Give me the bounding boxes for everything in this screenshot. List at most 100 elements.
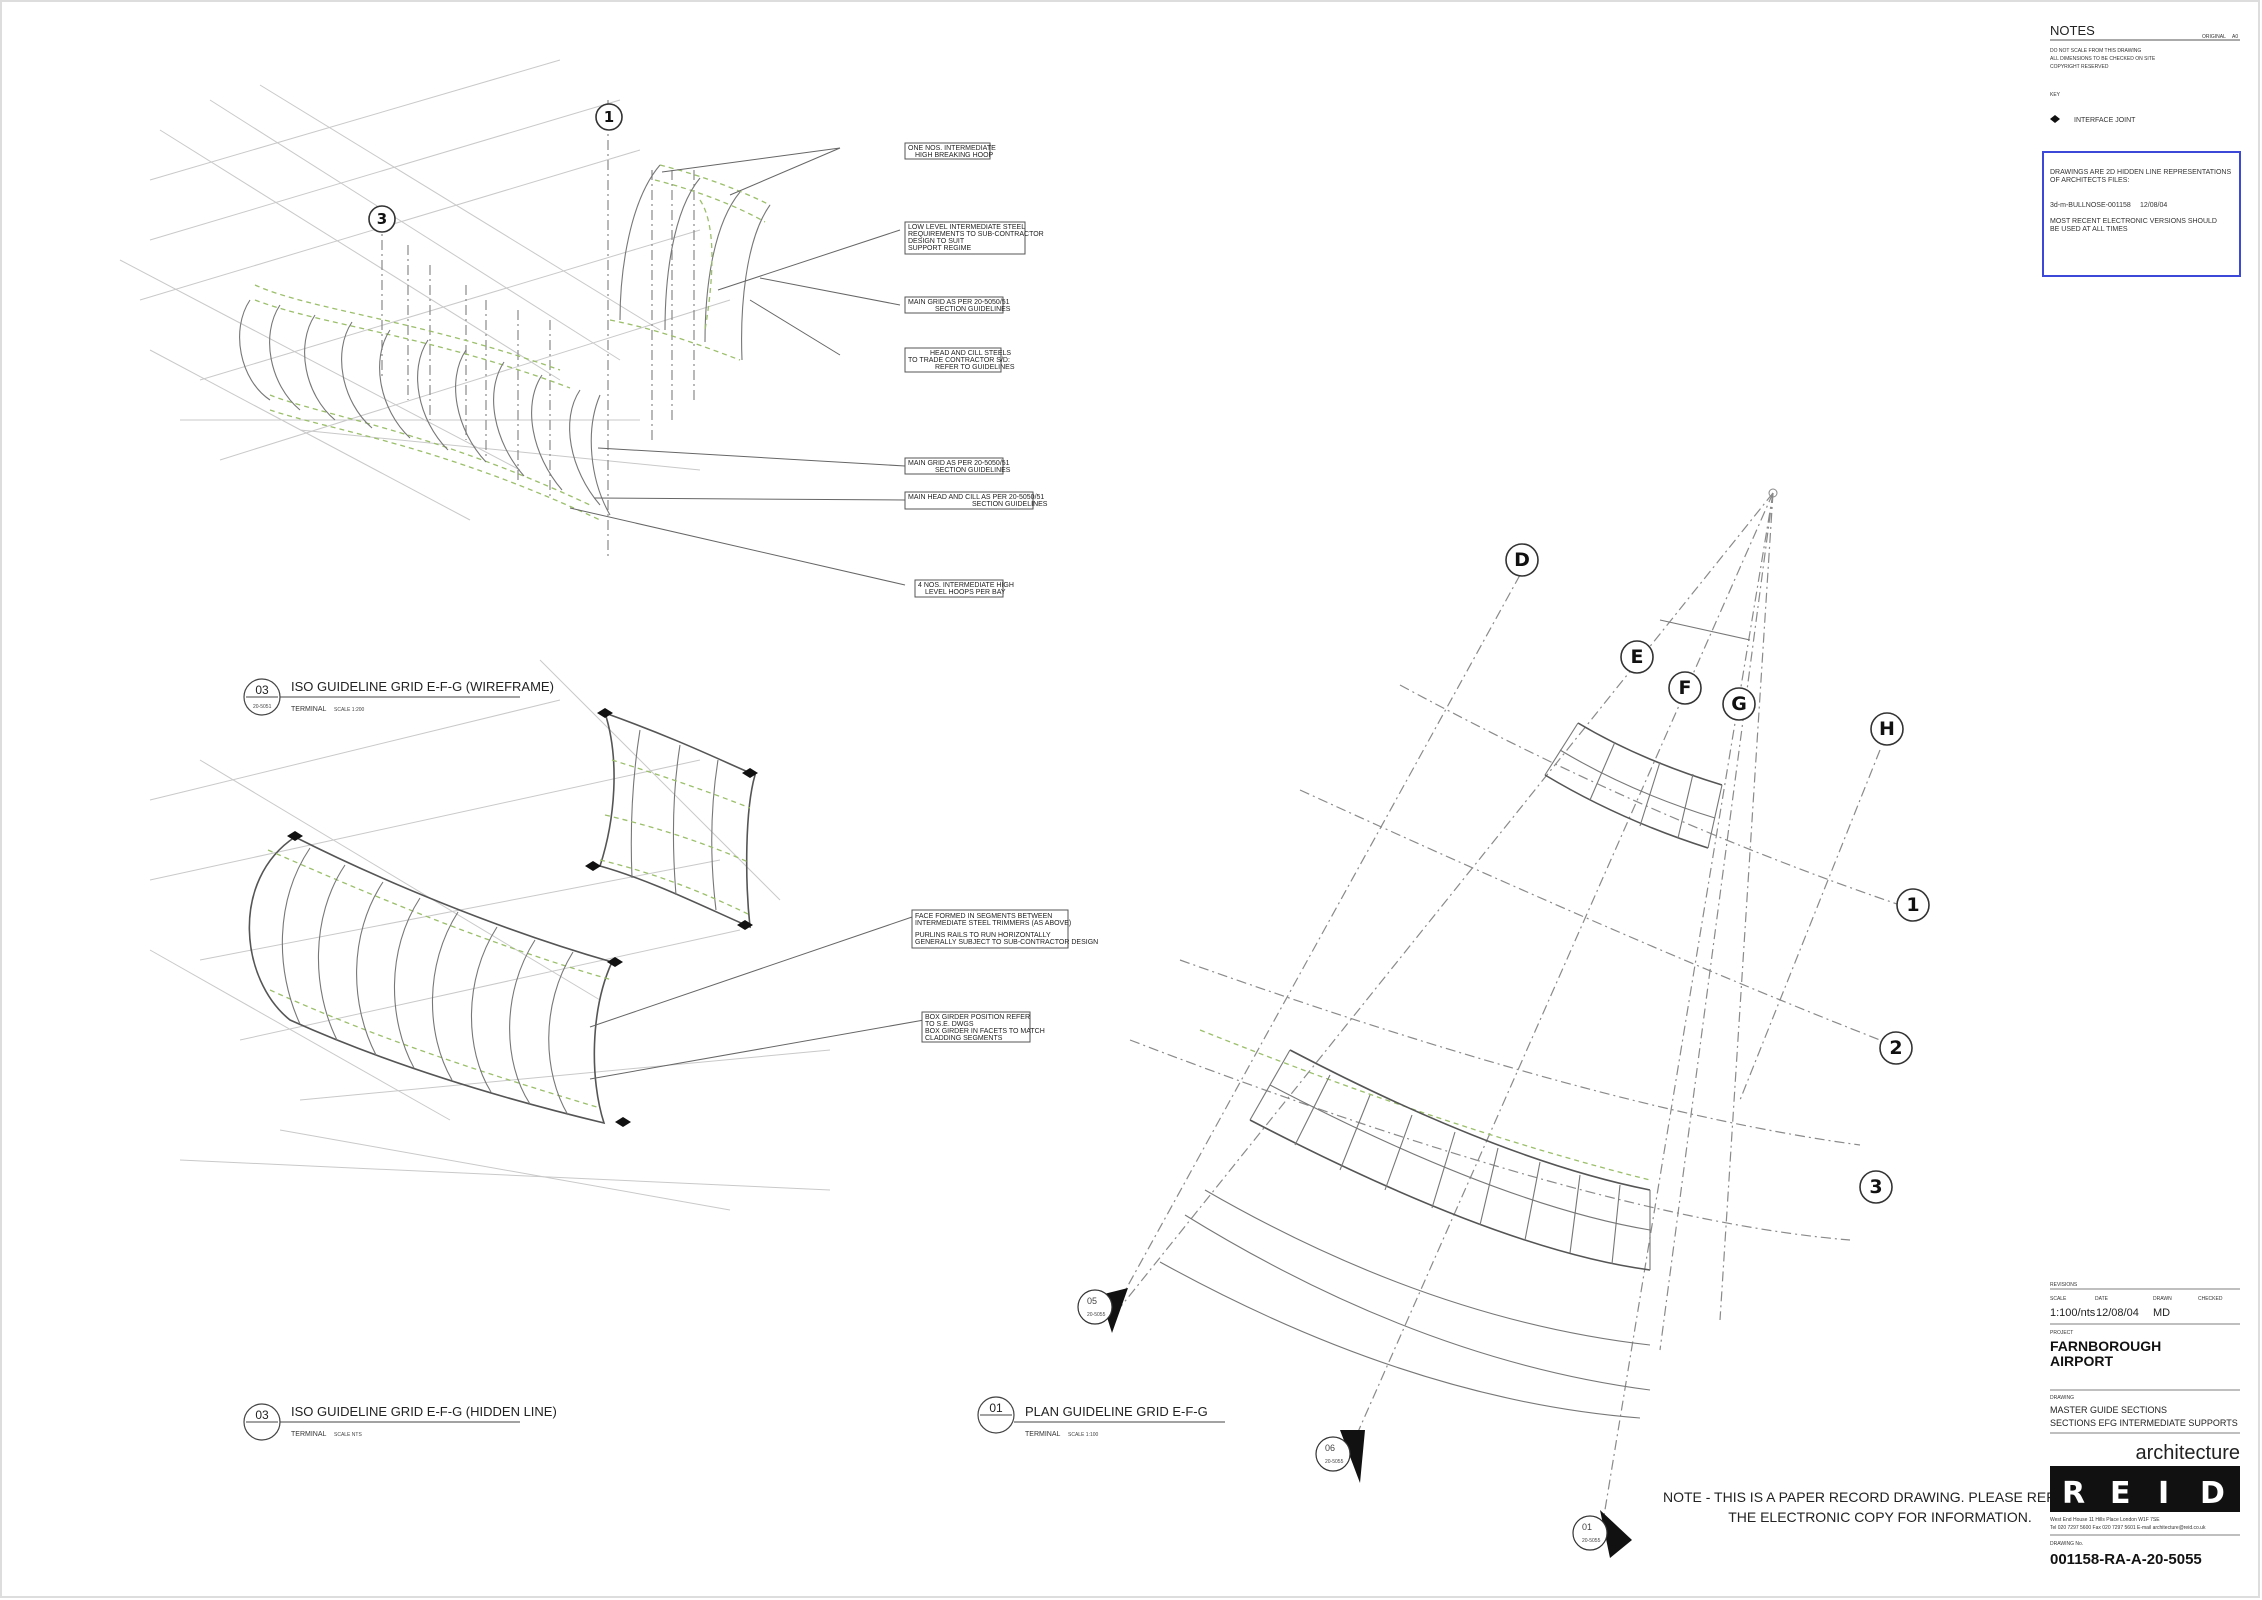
grid-bubble-plan-2: 2 — [1879, 1031, 1913, 1065]
svg-text:REFER TO GUIDELINES: REFER TO GUIDELINES — [935, 364, 1015, 371]
svg-text:1: 1 — [1906, 894, 1919, 916]
svg-text:20-5051: 20-5051 — [253, 704, 272, 710]
plan-view: D E F G H 1 2 3 — [1077, 488, 1930, 1558]
reid-logo: R E I D — [2050, 1466, 2240, 1512]
electronic-files-box — [2042, 151, 2241, 277]
construction-lines — [119, 59, 731, 521]
svg-text:PROJECT: PROJECT — [2050, 1330, 2073, 1336]
top-leader-lines — [569, 147, 906, 586]
svg-text:ISO GUIDELINE GRID E-F-G (WIRE: ISO GUIDELINE GRID E-F-G (WIREFRAME) — [291, 679, 554, 694]
grid-bubble-E: E — [1620, 640, 1654, 674]
svg-text:01: 01 — [989, 1401, 1003, 1415]
svg-text:A0: A0 — [2232, 34, 2238, 40]
svg-text:DRAWN: DRAWN — [2153, 1296, 2172, 1302]
svg-text:20-5055: 20-5055 — [1325, 1459, 1344, 1465]
radial-grid-lines — [1117, 492, 1881, 1541]
paper-record-note: NOTE - THIS IS A PAPER RECORD DRAWING. P… — [1663, 1489, 2097, 1525]
svg-text:1: 1 — [604, 108, 614, 126]
svg-text:05: 05 — [1087, 1296, 1097, 1306]
callout-top-3: MAIN GRID AS PER 20-5050/51 SECTION GUID… — [904, 296, 1011, 314]
svg-text:SCALE NTS: SCALE NTS — [334, 1432, 362, 1438]
svg-text:TERMINAL: TERMINAL — [1025, 1431, 1061, 1438]
svg-text:001158-RA-A-20-5055: 001158-RA-A-20-5055 — [2050, 1551, 2202, 1568]
grid-bubble-3: 3 — [368, 205, 396, 233]
svg-text:REQUIREMENTS TO SUB-CONTRACTOR: REQUIREMENTS TO SUB-CONTRACTOR — [908, 231, 1044, 238]
view-title-iso-hidden-line: 03 ISO GUIDELINE GRID E-F-G (HIDDEN LINE… — [243, 1403, 557, 1441]
svg-text:TERMINAL: TERMINAL — [291, 706, 327, 713]
svg-text:SECTION GUIDELINES: SECTION GUIDELINES — [935, 467, 1011, 474]
section-marker-06: 06 20-5055 — [1315, 1430, 1365, 1483]
svg-text:BOX GIRDER POSITION REFER: BOX GIRDER POSITION REFER — [925, 1014, 1030, 1021]
svg-text:CHECKED: CHECKED — [2198, 1296, 2223, 1302]
svg-text:INTERMEDIATE STEEL TRIMMERS (A: INTERMEDIATE STEEL TRIMMERS (AS ABOVE) — [915, 920, 1071, 927]
title-block: REVISIONS SCALE DATE DRAWN CHECKED 1:100… — [2050, 1282, 2240, 1568]
callout-bottom-2: BOX GIRDER POSITION REFER TO S.E. DWGS B… — [921, 1011, 1045, 1043]
svg-text:NOTE - THIS IS A PAPER RECORD: NOTE - THIS IS A PAPER RECORD DRAWING. P… — [1663, 1489, 2097, 1505]
svg-text:SCALE 1:100: SCALE 1:100 — [1068, 1432, 1099, 1438]
callout-top-6: MAIN HEAD AND CILL AS PER 20-5050/51 SEC… — [904, 491, 1048, 510]
svg-text:F: F — [1679, 677, 1692, 699]
svg-text:LEVEL HOOPS PER BAY: LEVEL HOOPS PER BAY — [925, 589, 1006, 596]
svg-text:MD: MD — [2153, 1307, 2170, 1319]
svg-text:INTERFACE JOINT: INTERFACE JOINT — [2074, 117, 2136, 124]
svg-text:FARNBOROUGH: FARNBOROUGH — [2050, 1338, 2161, 1354]
svg-text:DO NOT SCALE FROM THIS DRAWING: DO NOT SCALE FROM THIS DRAWING — [2050, 48, 2141, 54]
svg-text:3: 3 — [377, 210, 387, 228]
svg-text:MAIN GRID AS PER 20-5050/51: MAIN GRID AS PER 20-5050/51 — [908, 299, 1010, 306]
plan-upper-band — [1544, 722, 1723, 849]
grid-bubble-G: G — [1722, 687, 1756, 721]
curved-band-wireframe — [239, 284, 611, 521]
callout-top-7: 4 NOS. INTERMEDIATE HIGH LEVEL HOOPS PER… — [914, 579, 1014, 598]
view-title-iso-wireframe: 03 20-5051 ISO GUIDELINE GRID E-F-G (WIR… — [243, 678, 554, 716]
svg-text:TERMINAL: TERMINAL — [291, 1431, 327, 1438]
svg-text:REVISIONS: REVISIONS — [2050, 1282, 2078, 1288]
callout-bottom-1: FACE FORMED IN SEGMENTS BETWEEN INTERMED… — [911, 909, 1098, 949]
grid-bubble-D: D — [1505, 543, 1539, 577]
svg-text:Tel 020 7297 5600 Fax 020 72: Tel 020 7297 5600 Fax 020 7297 5601 E-ma… — [2050, 1525, 2206, 1531]
section-marker-05: 05 20-5055 — [1077, 1288, 1128, 1333]
section-marker-01: 01 20-5055 — [1572, 1510, 1632, 1558]
svg-text:TO S.E. DWGS: TO S.E. DWGS — [925, 1021, 974, 1028]
vertical-grid-lines — [381, 100, 695, 560]
svg-text:I: I — [2158, 1476, 2169, 1511]
svg-text:3: 3 — [1869, 1176, 1882, 1198]
svg-text:GENERALLY SUBJECT TO SUB-CONTR: GENERALLY SUBJECT TO SUB-CONTRACTOR DESI… — [915, 939, 1098, 946]
svg-text:COPYRIGHT RESERVED: COPYRIGHT RESERVED — [2050, 64, 2109, 70]
svg-text:2: 2 — [1889, 1037, 1902, 1059]
svg-text:PLAN GUIDELINE GRID E-F-G: PLAN GUIDELINE GRID E-F-G — [1025, 1404, 1208, 1419]
raised-segment-wireframe — [609, 164, 771, 361]
svg-text:KEY: KEY — [2050, 92, 2061, 98]
svg-text:1:100/nts: 1:100/nts — [2050, 1307, 2096, 1319]
svg-text:DATE: DATE — [2095, 1296, 2109, 1302]
svg-text:SECTION GUIDELINES: SECTION GUIDELINES — [972, 501, 1048, 508]
svg-text:D: D — [1514, 549, 1530, 571]
svg-text:ONE NOS. INTERMEDIATE: ONE NOS. INTERMEDIATE — [908, 145, 996, 152]
svg-text:PURLINS RAILS TO RUN HORIZONTA: PURLINS RAILS TO RUN HORIZONTALLY — [915, 932, 1051, 939]
svg-text:FACE FORMED IN SEGMENTS BETWEE: FACE FORMED IN SEGMENTS BETWEEN — [915, 913, 1052, 920]
svg-text:SUPPORT REGIME: SUPPORT REGIME — [908, 245, 971, 252]
svg-text:SCALE: SCALE — [2050, 1296, 2067, 1302]
svg-text:NOTES: NOTES — [2050, 23, 2095, 38]
grid-bubble-1: 1 — [595, 103, 623, 131]
svg-text:BE USED AT ALL TIMES: BE USED AT ALL TIMES — [2050, 226, 2128, 233]
svg-text:12/08/04: 12/08/04 — [2096, 1307, 2139, 1319]
grid-bubble-plan-3: 3 — [1859, 1170, 1893, 1204]
notes-panel: NOTES ORIGINAL A0 DO NOT SCALE FROM THIS… — [2042, 23, 2241, 277]
callout-top-2: LOW LEVEL INTERMEDIATE STEEL REQUIREMENT… — [904, 221, 1044, 255]
svg-text:06: 06 — [1325, 1443, 1335, 1453]
svg-text:03: 03 — [255, 1408, 269, 1422]
svg-text:DRAWING: DRAWING — [2050, 1395, 2074, 1401]
grid-bubble-plan-1: 1 — [1896, 888, 1930, 922]
svg-text:architecture: architecture — [2136, 1442, 2241, 1464]
svg-text:MASTER GUIDE SECTIONS: MASTER GUIDE SECTIONS — [2050, 1405, 2167, 1415]
svg-text:20-5055: 20-5055 — [1087, 1312, 1106, 1318]
iso-hidden-line-view: FACE FORMED IN SEGMENTS BETWEEN INTERMED… — [149, 659, 1098, 1211]
callout-top-4: HEAD AND CILL STEELS TO TRADE CONTRACTOR… — [904, 347, 1015, 373]
svg-text:12/08/04: 12/08/04 — [2140, 202, 2167, 209]
svg-text:HEAD AND CILL STEELS: HEAD AND CILL STEELS — [930, 350, 1011, 357]
svg-text:West End House 11 Hills Plac: West End House 11 Hills Place London W1F… — [2050, 1517, 2160, 1523]
svg-text:G: G — [1731, 693, 1747, 715]
svg-text:BOX GIRDER IN FACETS TO MATCH: BOX GIRDER IN FACETS TO MATCH — [925, 1028, 1045, 1035]
svg-text:SCALE 1:200: SCALE 1:200 — [334, 707, 365, 713]
